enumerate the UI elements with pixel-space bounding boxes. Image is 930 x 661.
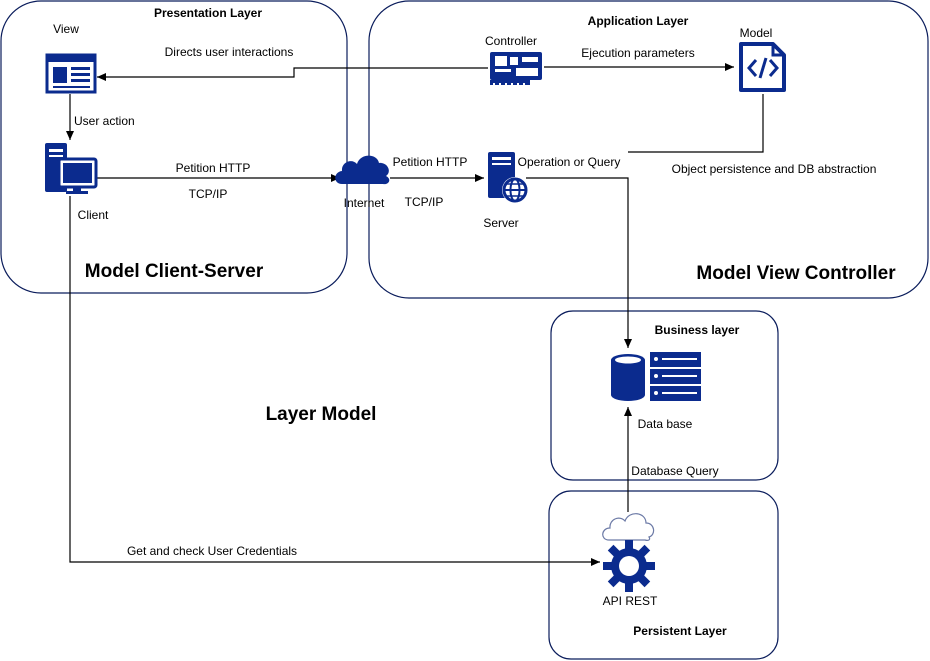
client-server-model-title: Model Client-Server — [85, 261, 264, 282]
application-layer-title: Application Layer — [588, 14, 689, 28]
edge-label-tcpip-2: TCP/IP — [405, 195, 444, 209]
web-server-icon — [488, 152, 528, 203]
application-layer-box — [368, 0, 929, 299]
cloud-icon — [335, 155, 390, 185]
business-layer-title: Business layer — [655, 323, 740, 337]
controller-label: Controller — [485, 34, 537, 48]
presentation-layer-box — [0, 0, 348, 294]
view-label: View — [53, 22, 79, 36]
edge-directs-user-interactions — [97, 67, 488, 81]
business-layer-box — [550, 310, 779, 481]
edge-label-ejecution: Ejecution parameters — [581, 46, 694, 60]
edge-object-persistence — [628, 94, 764, 153]
edge-label-petition-http-2: Petition HTTP — [393, 155, 468, 169]
edge-label-tcpip-1: TCP/IP — [189, 187, 228, 201]
database-icon — [611, 352, 701, 401]
edge-label-user-action: User action — [74, 114, 135, 128]
server-label: Server — [483, 216, 518, 230]
edge-label-petition-http-1: Petition HTTP — [176, 161, 251, 175]
gear-cloud-icon — [602, 513, 655, 592]
edge-label-object-persistence: Object persistence and DB abstraction — [672, 162, 877, 176]
layer-model-title: Layer Model — [266, 404, 377, 425]
model-label: Model — [740, 26, 773, 40]
database-label: Data base — [638, 417, 693, 431]
code-file-icon — [739, 42, 786, 92]
presentation-layer-title: Presentation Layer — [154, 6, 262, 20]
edge-user-credentials — [69, 196, 600, 566]
edge-label-credentials: Get and check User Credentials — [127, 544, 297, 558]
edge-operation-or-query — [526, 177, 632, 348]
browser-window-icon — [45, 53, 97, 94]
network-card-icon — [490, 52, 542, 85]
api-rest-label: API REST — [603, 594, 658, 608]
edge-label-directs: Directs user interactions — [165, 45, 294, 59]
mvc-model-title: Model View Controller — [696, 263, 896, 284]
persistent-layer-box — [548, 490, 779, 660]
internet-label: Internet — [344, 196, 385, 210]
desktop-computer-icon — [45, 143, 98, 194]
edge-label-database-query: Database Query — [631, 464, 718, 478]
edge-label-operation: Operation or Query — [518, 155, 621, 169]
persistent-layer-title: Persistent Layer — [633, 624, 727, 638]
client-label: Client — [78, 208, 109, 222]
